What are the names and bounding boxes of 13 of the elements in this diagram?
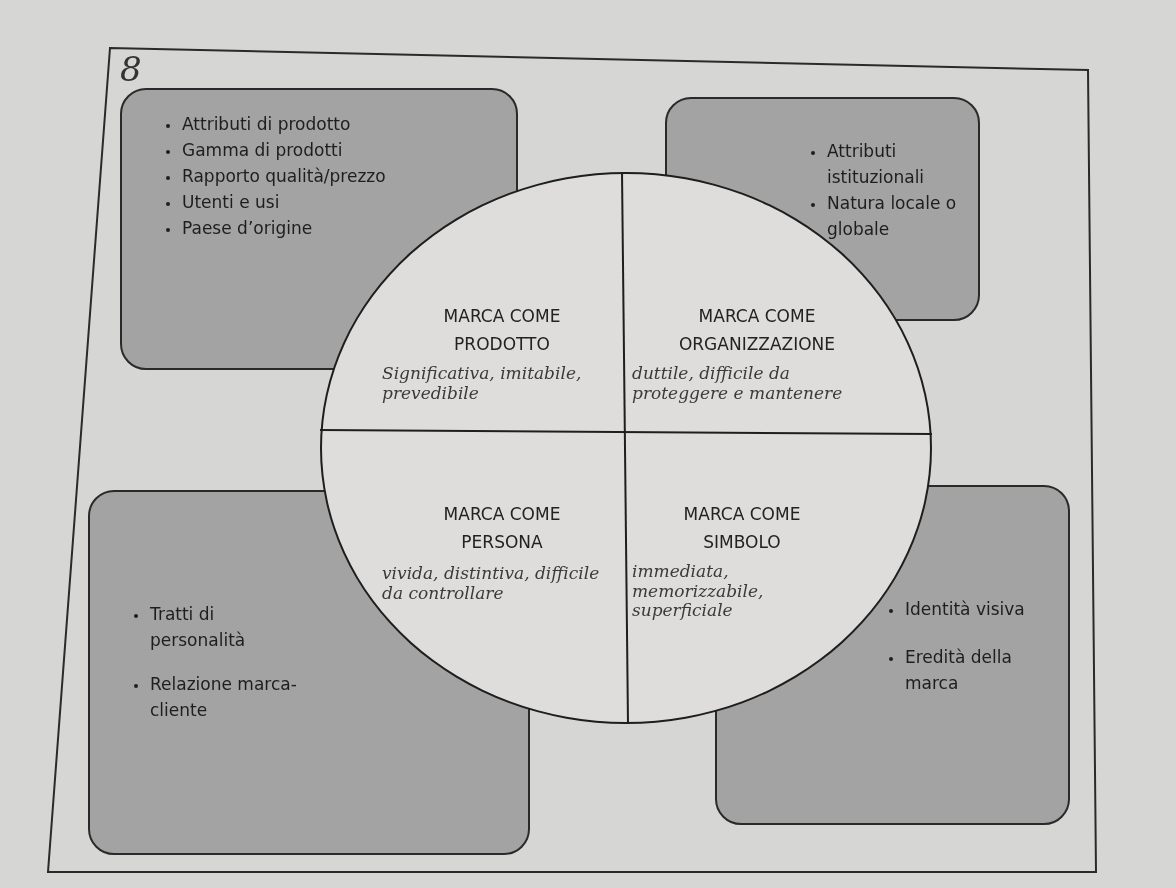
handwritten-note: immediata, memorizzabile, superficiale xyxy=(632,562,765,621)
handwritten-note: duttile, difficile da proteggere e mantenere xyxy=(632,364,844,404)
bullet-item: Gamma di prodotti xyxy=(162,138,462,164)
handwritten-note: Significativa, imitabile, prevedibile xyxy=(382,364,583,404)
quadrant-heading: MARCA COME PERSONA xyxy=(442,503,562,555)
handwritten-note: vivida, distintiva, difficile da controllare xyxy=(382,564,601,604)
page-number: 8 xyxy=(120,52,142,86)
bullet-item: Attributi di prodotto xyxy=(162,112,462,138)
quadrant-heading: MARCA COME PRODOTTO xyxy=(442,305,562,357)
bullet-item: Relazione marca-cliente xyxy=(130,672,300,723)
quadrant-heading: MARCA COME SIMBOLO xyxy=(682,503,802,555)
bullet-item: Tratti di personalità xyxy=(130,602,300,653)
quadrant-heading: MARCA COME ORGANIZZAZIONE xyxy=(677,305,837,357)
